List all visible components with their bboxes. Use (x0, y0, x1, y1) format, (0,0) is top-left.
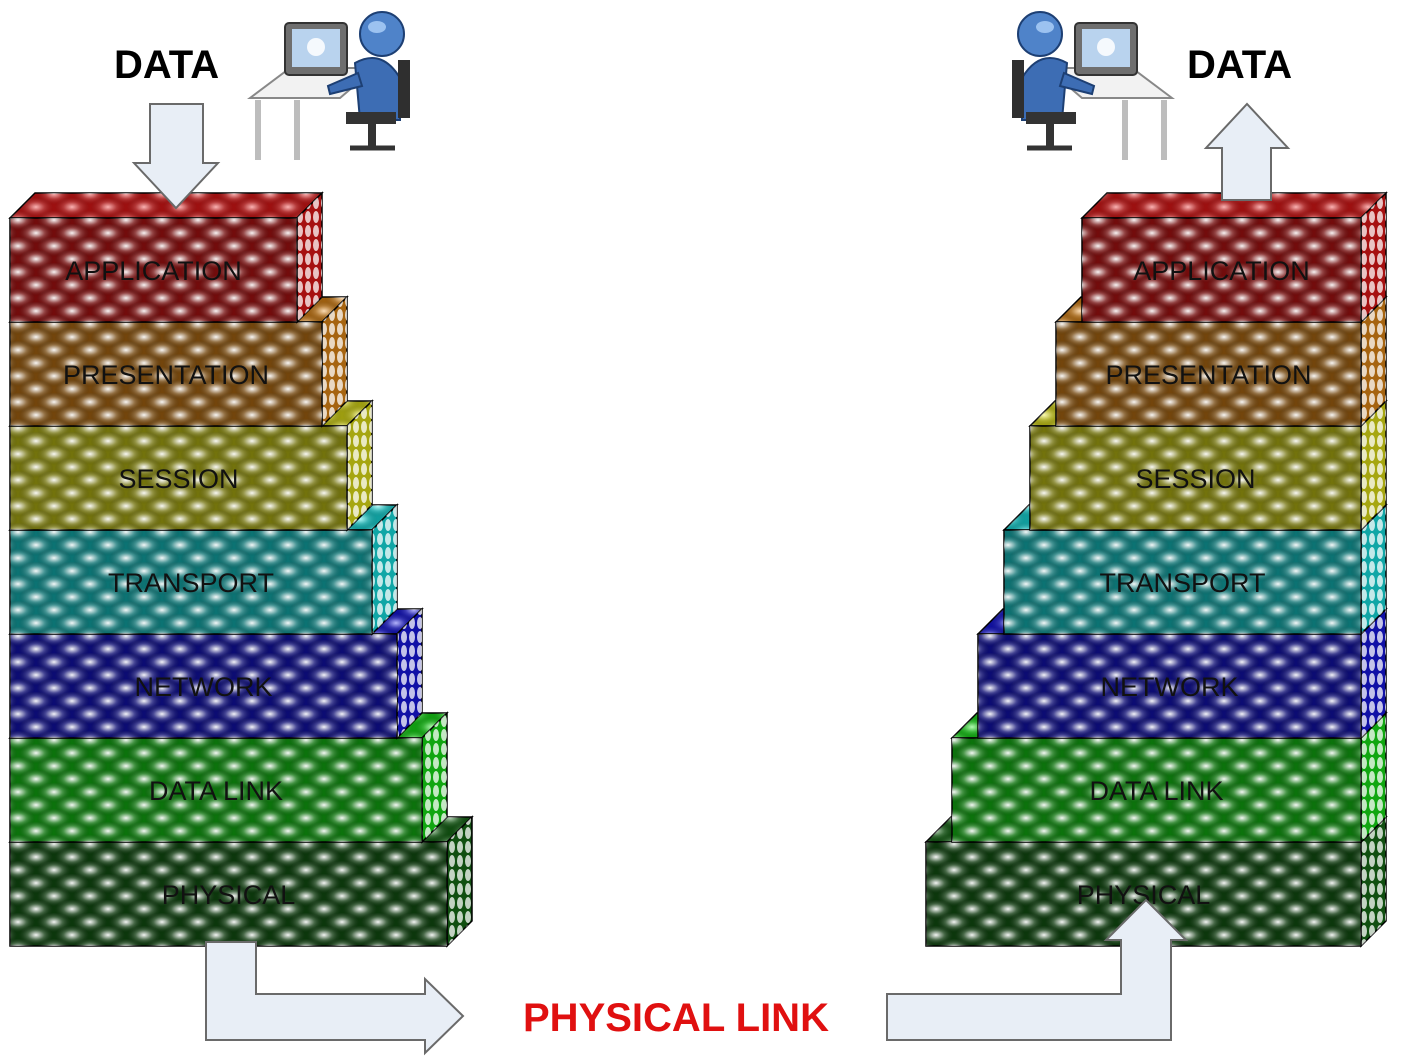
layer-label: TRANSPORT (108, 568, 274, 598)
layer-label: PHYSICAL (162, 880, 296, 910)
layer-label: APPLICATION (1133, 256, 1310, 286)
person-at-computer-icon (1012, 11, 1175, 160)
layer-label: NETWORK (1101, 672, 1239, 702)
physical-link-label: PHYSICAL LINK (523, 996, 829, 1040)
layer-label: SESSION (1135, 464, 1255, 494)
physical-link-right-arrow (886, 898, 1189, 1041)
left-data-label: DATA (114, 43, 219, 87)
layer-label: NETWORK (135, 672, 273, 702)
physical-link-left-arrow (205, 941, 465, 1056)
layer-label: TRANSPORT (1099, 568, 1265, 598)
data-down-arrow (131, 103, 221, 210)
right-data-label: DATA (1187, 43, 1292, 87)
layer-session: SESSION (1028, 399, 1388, 532)
left-osi-stack: PHYSICAL DATA LINK NETWORK TRANSPORT SESSION… (8, 191, 474, 948)
layer-application: APPLICATION (1080, 191, 1388, 324)
data-up-arrow (1203, 102, 1291, 201)
person-at-computer-icon (247, 11, 410, 160)
layer-label: SESSION (118, 464, 238, 494)
layer-label: DATA LINK (149, 776, 283, 806)
layer-label: DATA LINK (1089, 776, 1223, 806)
layer-label: PRESENTATION (63, 360, 269, 390)
layer-label: APPLICATION (65, 256, 242, 286)
layer-application: APPLICATION (8, 191, 324, 324)
layer-label: PRESENTATION (1105, 360, 1311, 390)
